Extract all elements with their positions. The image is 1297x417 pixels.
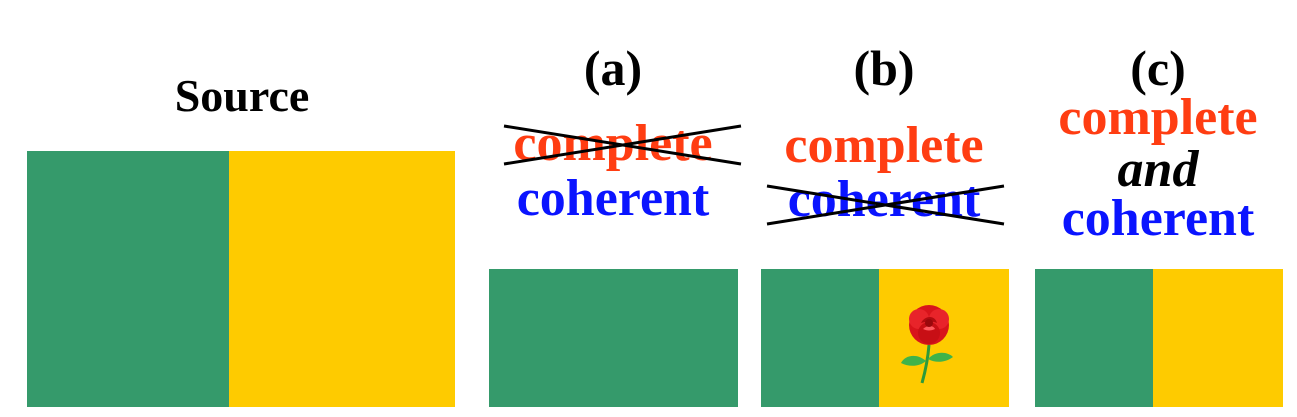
b-green-region — [761, 269, 879, 407]
a-coherent-text: coherent — [516, 170, 710, 227]
strike-line — [766, 184, 1005, 226]
c-coherent-text: coherent — [1061, 190, 1255, 247]
source-green-region — [27, 151, 229, 407]
label-c: (c) — [1130, 40, 1186, 96]
panel-b — [761, 269, 1009, 407]
a-complete-strike — [503, 124, 742, 166]
b-coherent-text: coherent — [787, 171, 981, 228]
strike-line — [503, 124, 742, 166]
label-a: (a) — [583, 40, 643, 96]
c-yellow-region — [1153, 269, 1283, 407]
c-complete-text: complete — [1058, 89, 1258, 146]
source-panel — [27, 151, 455, 407]
panel-a — [489, 269, 738, 407]
source-yellow-region — [229, 151, 455, 407]
source-title: Source — [174, 70, 310, 121]
label-b: (b) — [853, 40, 915, 96]
c-and-text: and — [1117, 141, 1199, 198]
rose-icon — [901, 305, 953, 384]
b-coherent-strike — [766, 184, 1005, 226]
b-complete-text: complete — [784, 117, 984, 174]
panel-c — [1035, 269, 1283, 407]
c-green-region — [1035, 269, 1153, 407]
